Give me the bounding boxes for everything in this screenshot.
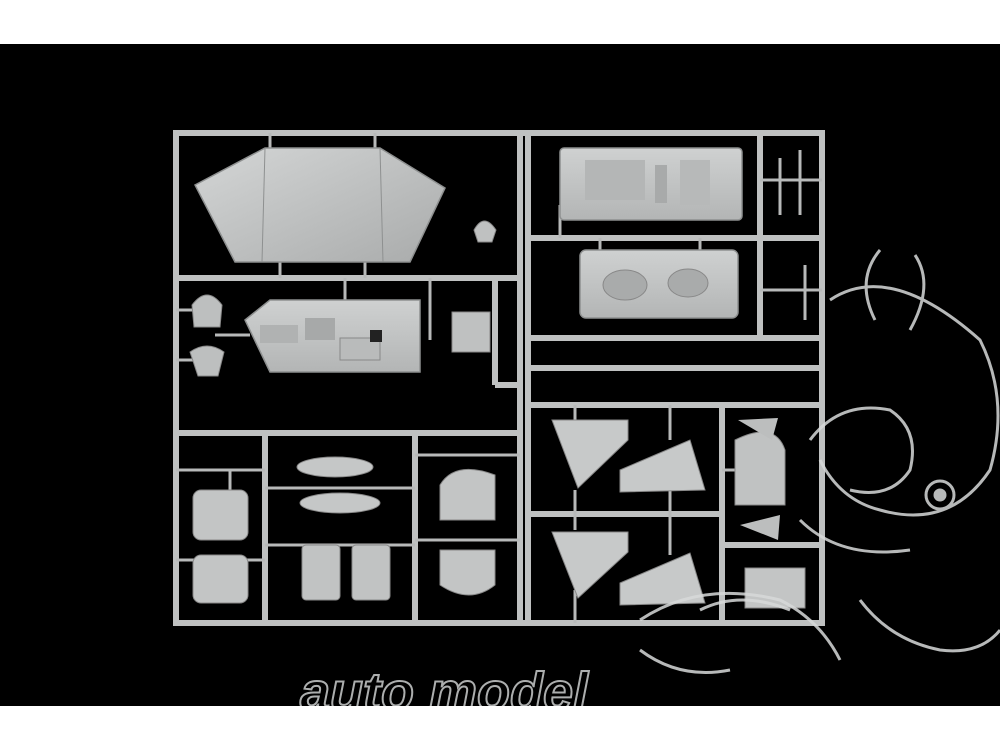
parts [189,147,807,609]
part-nose [734,431,786,506]
part-seat-2 [351,544,391,601]
part-rods [778,150,807,320]
part-housing-1 [192,489,249,541]
part-panel-2 [619,439,706,493]
part-small-bracket [473,220,497,243]
part-small-wedge-2 [740,515,780,540]
part-housing-2 [192,554,249,604]
part-roof [579,249,739,319]
part-engine-1 [439,468,496,521]
part-float-1 [296,456,374,478]
sprue-illustration: auto model [173,130,1000,706]
part-panel-1 [551,419,629,489]
part-seat-1 [301,544,341,601]
part-panel-3 [551,531,629,599]
sprue-photo: auto model [0,44,1000,706]
part-small-wedge-1 [738,418,778,440]
sprue-frame [173,130,825,626]
watermark-text: auto model [300,662,589,706]
part-box [451,311,491,353]
watermark-mascot [639,249,1000,674]
part-panel-4 [619,552,706,606]
part-cabin-panel [193,147,446,263]
part-float-2 [299,492,381,514]
part-engine-2 [439,549,496,596]
part-fin-upper [191,294,223,328]
part-fin-lower [189,345,225,377]
